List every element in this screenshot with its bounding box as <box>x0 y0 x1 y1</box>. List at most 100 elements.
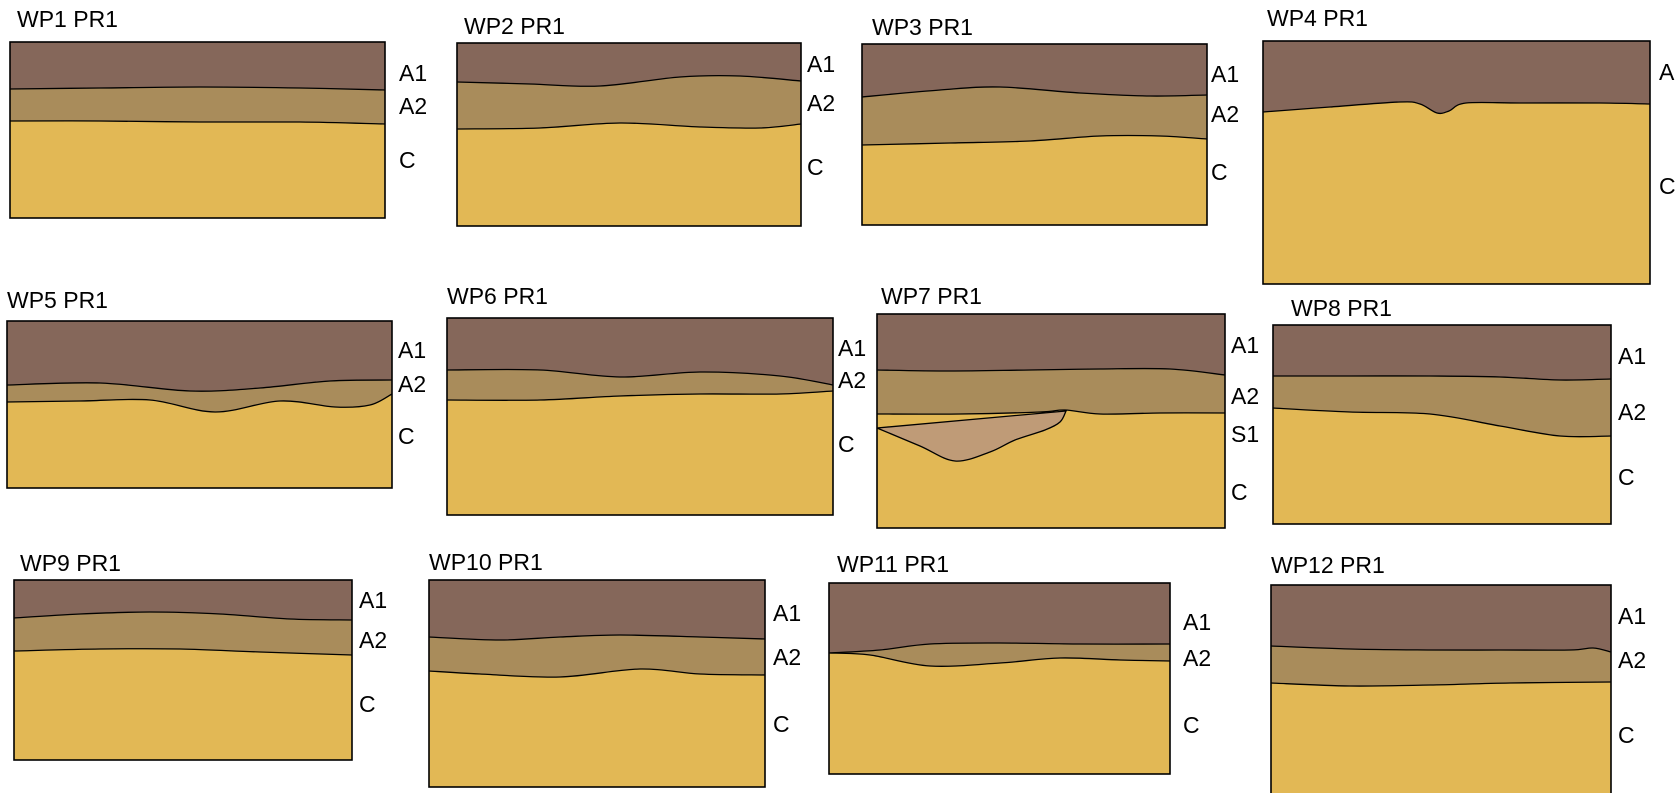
horizon-label-a1: A1 <box>1211 61 1239 87</box>
horizon-c-band <box>457 122 801 226</box>
horizon-a1-band <box>429 580 765 640</box>
horizon-label-a2: A2 <box>1618 399 1646 425</box>
horizon-label-c: C <box>359 691 376 717</box>
horizon-label-a1: A1 <box>1231 332 1259 358</box>
horizon-a2-band <box>877 368 1225 415</box>
profile-frame <box>456 42 802 227</box>
profile-title: WP1 PR1 <box>17 6 118 32</box>
horizon-boundary <box>428 634 766 641</box>
horizon-boundary <box>446 368 834 386</box>
profile-title: WP10 PR1 <box>429 549 543 575</box>
horizon-label-c: C <box>398 423 415 449</box>
horizon-label-a1: A1 <box>359 587 387 613</box>
horizon-label-a1: A1 <box>838 335 866 361</box>
horizon-label-a2: A2 <box>838 367 866 393</box>
horizon-c-band <box>1273 408 1611 524</box>
horizon-boundary <box>1270 645 1612 653</box>
horizon-boundary <box>456 74 802 87</box>
horizon-label-a1: A1 <box>1618 603 1646 629</box>
horizon-a2-band <box>447 369 833 401</box>
horizon-label-a2: A2 <box>1231 383 1259 409</box>
horizon-a1-band <box>1273 325 1611 381</box>
profile-title: WP6 PR1 <box>447 283 548 309</box>
profile-title: WP7 PR1 <box>881 283 982 309</box>
horizon-c-band <box>829 653 1170 774</box>
horizon-label-c: C <box>1659 173 1676 199</box>
horizon-boundary <box>1272 407 1612 438</box>
horizon-c-band <box>10 120 385 218</box>
profile-title: WP4 PR1 <box>1267 5 1368 31</box>
horizon-c-band <box>447 391 833 515</box>
profile-title: WP2 PR1 <box>464 13 565 39</box>
profile-frame <box>13 579 353 761</box>
horizon-label-a2: A2 <box>1183 645 1211 671</box>
horizon-a2-band <box>7 380 392 413</box>
profile-frame <box>1272 324 1612 525</box>
horizon-a1-band <box>862 44 1207 97</box>
profile-frame <box>9 41 386 219</box>
horizon-boundary <box>861 86 1208 98</box>
horizon-a-band <box>1263 41 1650 114</box>
profile-title: WP3 PR1 <box>872 14 973 40</box>
horizon-label-c: C <box>807 154 824 180</box>
horizon-s1-lens <box>876 410 1068 462</box>
profile-title: WP12 PR1 <box>1271 552 1385 578</box>
horizon-a1-band <box>877 314 1225 375</box>
horizon-a1-band <box>447 318 833 385</box>
horizon-label-a1: A1 <box>398 337 426 363</box>
horizon-c-band <box>1271 682 1611 793</box>
horizon-a2-band <box>14 612 352 655</box>
horizon-boundary <box>1270 681 1612 687</box>
horizon-boundary <box>828 652 1171 667</box>
horizon-boundary <box>861 134 1208 146</box>
horizon-c-band <box>862 135 1207 225</box>
horizon-a2-band <box>829 642 1170 667</box>
horizon-a1-band <box>829 583 1170 653</box>
profile-title: WP8 PR1 <box>1291 295 1392 321</box>
horizon-label-c: C <box>1211 159 1228 185</box>
profile-frame <box>1262 40 1651 285</box>
horizon-label-a2: A2 <box>773 644 801 670</box>
horizon-label-c: C <box>1183 712 1200 738</box>
horizon-boundary <box>9 86 386 91</box>
horizon-label-a1: A1 <box>399 60 427 86</box>
horizon-boundary <box>6 393 393 413</box>
profile-frame <box>6 320 393 489</box>
horizon-label-a1: A1 <box>1618 343 1646 369</box>
profile-title: WP9 PR1 <box>20 550 121 576</box>
horizon-a1-band <box>10 42 385 90</box>
horizon-boundary <box>828 642 1171 654</box>
horizon-label-a2: A2 <box>807 90 835 116</box>
horizon-a2-band <box>862 86 1207 145</box>
profile-title: WP11 PR1 <box>837 551 949 577</box>
horizon-boundary <box>1273 375 1612 381</box>
horizon-label-a2: A2 <box>1211 101 1239 127</box>
horizon-c-band <box>1263 101 1650 284</box>
horizon-boundary <box>13 648 353 656</box>
horizon-a1-band <box>1271 585 1611 652</box>
horizon-label-a2: A2 <box>359 627 387 653</box>
horizon-label-a2: A2 <box>399 93 427 119</box>
profile-frame <box>1270 584 1612 793</box>
horizon-a1-band <box>7 321 392 392</box>
horizon-boundary <box>428 668 766 678</box>
horizon-a2-band <box>429 635 765 678</box>
horizon-c-band <box>429 668 765 787</box>
horizon-boundary <box>1262 101 1651 115</box>
horizon-label-a1: A1 <box>807 51 835 77</box>
profile-frame <box>428 579 766 788</box>
profile-frame <box>861 43 1208 226</box>
horizon-label-c: C <box>838 431 855 457</box>
profile-frame <box>876 313 1226 529</box>
horizon-c-band <box>14 648 352 760</box>
horizon-label-a1: A1 <box>1183 609 1211 635</box>
